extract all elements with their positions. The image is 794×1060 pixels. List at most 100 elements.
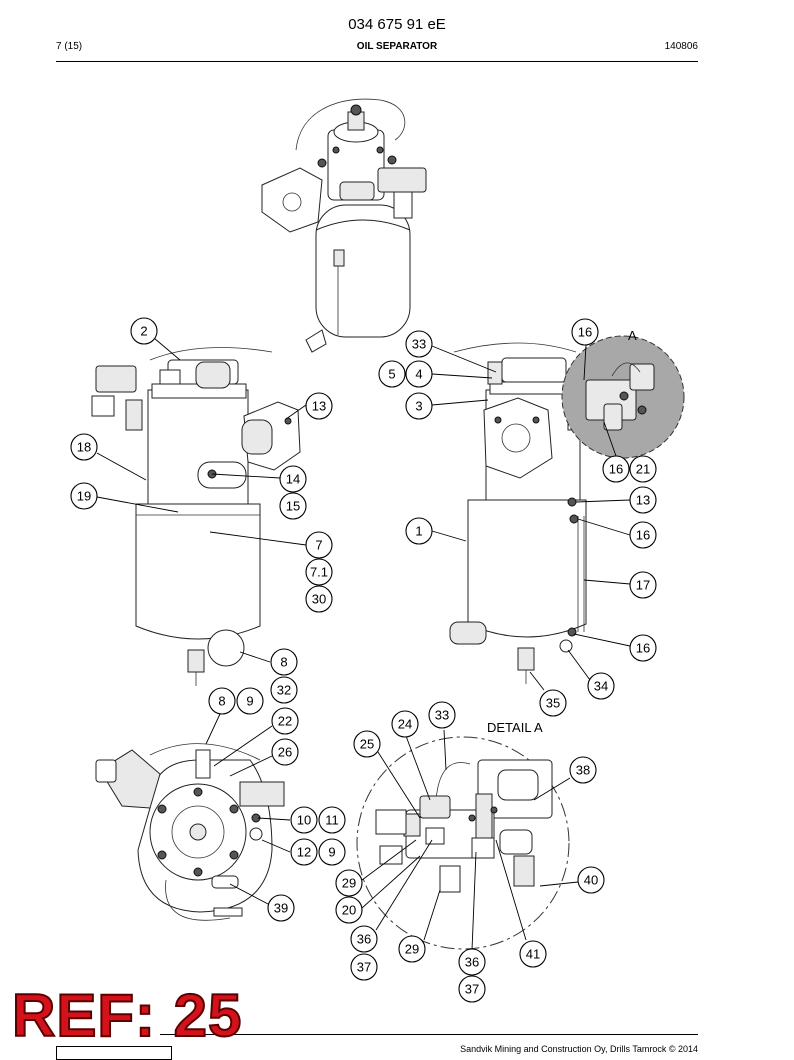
callout-label: 37 (357, 960, 371, 975)
callout-label: 32 (277, 683, 291, 698)
footer-copyright: Sandvik Mining and Construction Oy, Dril… (460, 1044, 698, 1054)
footer-rule (160, 1034, 698, 1035)
callouts: 2 13 18 19 14 15 7 7.1 30 8 32 33 16 5 4… (70, 317, 657, 1003)
callout-bubble[interactable]: 15 (279, 492, 307, 520)
callout-bubble[interactable]: 12 (290, 838, 318, 866)
callout-label: 26 (278, 745, 292, 760)
callout-bubble[interactable]: 4 (405, 360, 433, 388)
callout-bubble[interactable]: 10 (290, 806, 318, 834)
callout-bubble[interactable]: 37 (458, 975, 486, 1003)
callout-label: 24 (398, 717, 412, 732)
callout-bubble[interactable]: 26 (271, 738, 299, 766)
callout-label: 5 (388, 367, 395, 382)
callout-label: 36 (465, 955, 479, 970)
callout-bubble[interactable]: 35 (539, 689, 567, 717)
callout-label: 35 (546, 696, 560, 711)
callout-label: 7 (315, 538, 322, 553)
callout-bubble[interactable]: 38 (569, 756, 597, 784)
callout-bubble[interactable]: 29 (398, 935, 426, 963)
callout-bubble[interactable]: 22 (271, 707, 299, 735)
callout-bubble[interactable]: 13 (305, 392, 333, 420)
right-side-view (449, 335, 685, 684)
page-title: OIL SEPARATOR (356, 41, 438, 52)
callout-label: 16 (636, 641, 650, 656)
detail-a-marker: A (628, 328, 637, 343)
callout-label: 21 (636, 462, 650, 477)
callout-label: 13 (636, 493, 650, 508)
callout-label: 40 (584, 873, 598, 888)
callout-label: 2 (140, 324, 147, 339)
callout-label: 29 (405, 942, 419, 957)
callout-label: 15 (286, 499, 300, 514)
callout-bubble[interactable]: 8 (270, 648, 298, 676)
callout-label: 33 (412, 337, 426, 352)
callout-label: 20 (342, 903, 356, 918)
document-number: 034 675 91 eE (348, 16, 446, 33)
callout-bubble[interactable]: 24 (391, 710, 419, 738)
callout-label: 30 (312, 592, 326, 607)
callout-label: 22 (278, 714, 292, 729)
callout-bubble[interactable]: 9 (318, 838, 346, 866)
callout-bubble[interactable]: 20 (335, 896, 363, 924)
top-isometric-view (261, 98, 427, 353)
callout-bubble[interactable]: 7.1 (305, 558, 333, 586)
callout-bubble[interactable]: 37 (350, 953, 378, 981)
callout-bubble[interactable]: 36 (350, 925, 378, 953)
callout-bubble[interactable]: 39 (267, 894, 295, 922)
callout-bubble[interactable]: 33 (428, 701, 456, 729)
callout-label: 16 (609, 462, 623, 477)
leader-lines (96, 337, 631, 951)
callout-bubble[interactable]: 29 (335, 869, 363, 897)
callout-label: 9 (328, 845, 335, 860)
callout-bubble[interactable]: 11 (318, 806, 346, 834)
callout-bubble[interactable]: 25 (353, 730, 381, 758)
callout-bubble[interactable]: 8 (208, 687, 236, 715)
detail-a-view (356, 736, 570, 950)
callout-bubble[interactable]: 1 (405, 517, 433, 545)
callout-bubble[interactable]: 7 (305, 531, 333, 559)
callout-bubble[interactable]: 19 (70, 482, 98, 510)
callout-bubble[interactable]: 18 (70, 433, 98, 461)
callout-bubble[interactable]: 3 (405, 392, 433, 420)
callout-bubble[interactable]: 41 (519, 940, 547, 968)
callout-label: 18 (77, 440, 91, 455)
callout-label: 9 (246, 694, 253, 709)
callout-bubble[interactable]: 40 (577, 866, 605, 894)
callout-bubble[interactable]: 5 (378, 360, 406, 388)
callout-bubble[interactable]: 16 (571, 318, 599, 346)
callout-bubble[interactable]: 9 (236, 687, 264, 715)
callout-label: 4 (415, 367, 422, 382)
callout-bubble[interactable]: 34 (587, 672, 615, 700)
callout-bubble[interactable]: 21 (629, 455, 657, 483)
callout-label: 37 (465, 982, 479, 997)
callout-bubble[interactable]: 36 (458, 948, 486, 976)
callout-label: 29 (342, 876, 356, 891)
callout-bubble[interactable]: 17 (629, 571, 657, 599)
callout-label: 38 (576, 763, 590, 778)
callout-label: 19 (77, 489, 91, 504)
callout-label: 25 (360, 737, 374, 752)
callout-bubble[interactable]: 16 (629, 521, 657, 549)
callout-bubble[interactable]: 32 (270, 676, 298, 704)
callout-label: 14 (286, 472, 300, 487)
callout-label: 3 (415, 399, 422, 414)
callout-label: 39 (274, 901, 288, 916)
callout-bubble[interactable]: 16 (602, 455, 630, 483)
callout-label: 8 (280, 655, 287, 670)
callout-bubble[interactable]: 13 (629, 486, 657, 514)
callout-label: 11 (325, 813, 339, 828)
callout-bubble[interactable]: 16 (629, 634, 657, 662)
callout-label: 36 (357, 932, 371, 947)
callout-bubble[interactable]: 14 (279, 465, 307, 493)
date-code: 140806 (664, 41, 698, 52)
ref-stamp: REF: 25 (11, 982, 243, 1049)
callout-bubble[interactable]: 30 (305, 585, 333, 613)
left-side-view (91, 347, 301, 686)
bottom-left-view (95, 743, 285, 921)
callout-label: 1 (415, 524, 422, 539)
header-rule (56, 61, 698, 62)
callout-label: 33 (435, 708, 449, 723)
callout-bubble[interactable]: 2 (130, 317, 158, 345)
callout-label: 17 (636, 578, 650, 593)
callout-bubble[interactable]: 33 (405, 330, 433, 358)
